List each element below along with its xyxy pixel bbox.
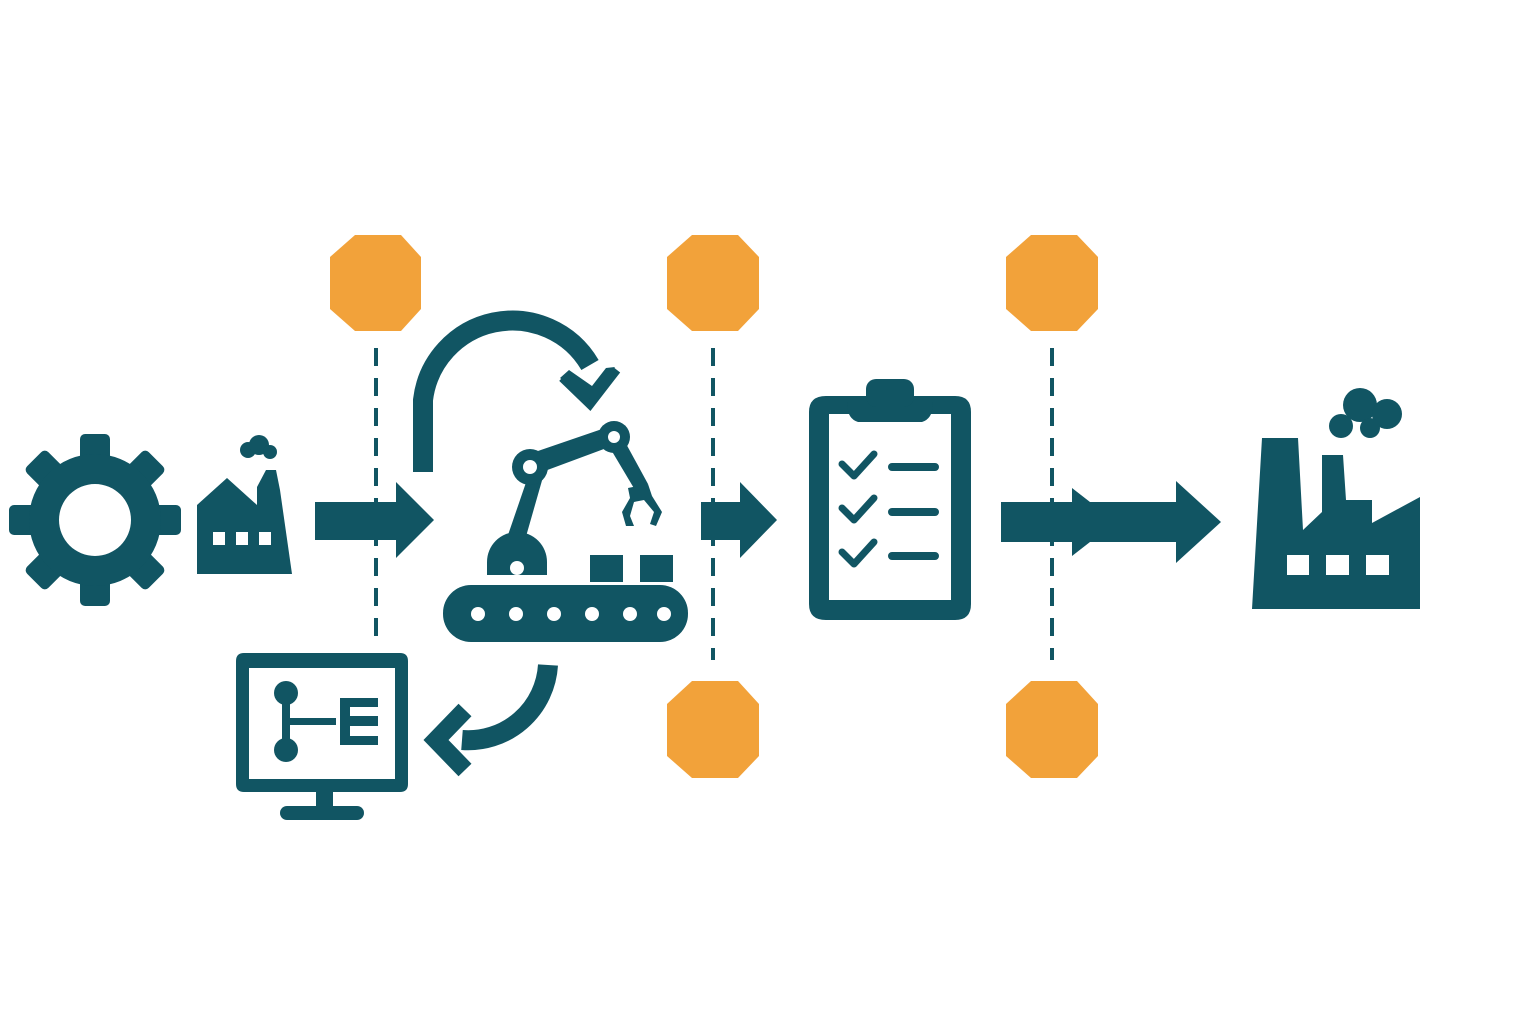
- octagon-marker-icon: [1006, 681, 1098, 778]
- clipboard-checklist-icon: [809, 379, 971, 620]
- arrow-right-icon: [1001, 481, 1221, 563]
- octagon-marker-icon: [1006, 235, 1098, 331]
- curved-arrow-top-icon: [413, 310, 621, 472]
- octagon-marker-icon: [667, 681, 759, 778]
- large-factory-icon: [1252, 388, 1420, 609]
- robotic-arm-conveyor-icon: [443, 421, 688, 642]
- octagon-marker-icon: [330, 235, 421, 331]
- gear-icon: [9, 434, 181, 606]
- arrow-right-icon: [315, 482, 434, 558]
- arrow-right-icon: [701, 482, 777, 558]
- octagon-marker-icon: [667, 235, 759, 331]
- monitor-flowchart-icon: [236, 653, 408, 820]
- curved-arrow-bottom-icon: [423, 664, 558, 777]
- checkpoint-markers: [330, 235, 1098, 778]
- small-factory-icon: [197, 435, 292, 574]
